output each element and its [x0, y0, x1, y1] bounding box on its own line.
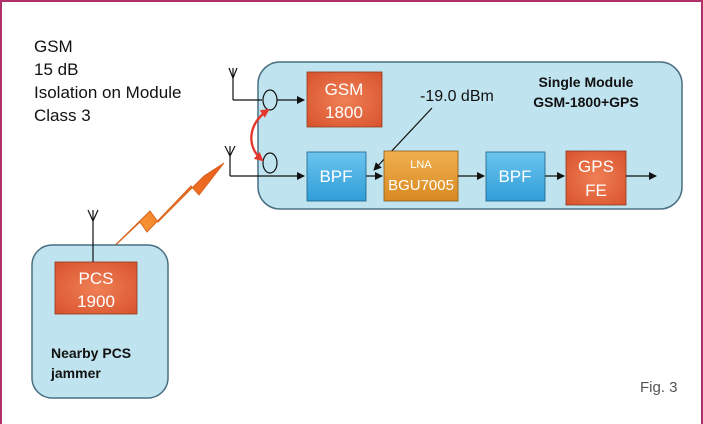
interference-lightning-icon: [99, 162, 225, 261]
note-line-1: GSM: [34, 37, 73, 56]
note-line-3: Isolation on Module: [34, 83, 181, 102]
gps-block-line-1: GPS: [578, 157, 614, 176]
note-line-2: 15 dB: [34, 60, 78, 79]
bpf-2-label: BPF: [498, 167, 531, 186]
gsm-1800-block: [306, 71, 383, 128]
pcs-block-line-1: PCS: [79, 269, 114, 288]
pcs-1900-block: [54, 261, 138, 315]
gps-antenna-icon: [224, 145, 262, 177]
bpf-1-block: [306, 151, 367, 202]
gsm-antenna-icon: [228, 67, 262, 101]
lna-block-line-2: BGU7005: [388, 177, 454, 194]
jammer-antenna-icon: [87, 209, 99, 262]
pcs-block-line-2: 1900: [77, 292, 115, 311]
figure-label: Fig. 3: [640, 379, 678, 396]
isolation-coupling-arrow: [250, 108, 270, 162]
jammer-label-line-1: Nearby PCS: [51, 345, 131, 361]
bpf-2-block: [485, 151, 546, 202]
gps-block-line-2: FE: [585, 181, 607, 200]
lna-input-power-label: -19.0 dBm: [420, 88, 494, 105]
lna-block-line-1: LNA: [410, 159, 432, 171]
note-line-4: Class 3: [34, 106, 91, 125]
bpf-1-label: BPF: [319, 167, 352, 186]
gsm-block-line-1: GSM: [325, 80, 364, 99]
module-title-line-1: Single Module: [539, 74, 634, 90]
gps-port-coupler-icon: [262, 152, 278, 174]
jammer-label-line-2: jammer: [50, 365, 101, 381]
module-title-line-2: GSM-1800+GPS: [533, 94, 638, 110]
gps-fe-block: [565, 150, 627, 206]
gsm-block-line-2: 1800: [325, 103, 363, 122]
